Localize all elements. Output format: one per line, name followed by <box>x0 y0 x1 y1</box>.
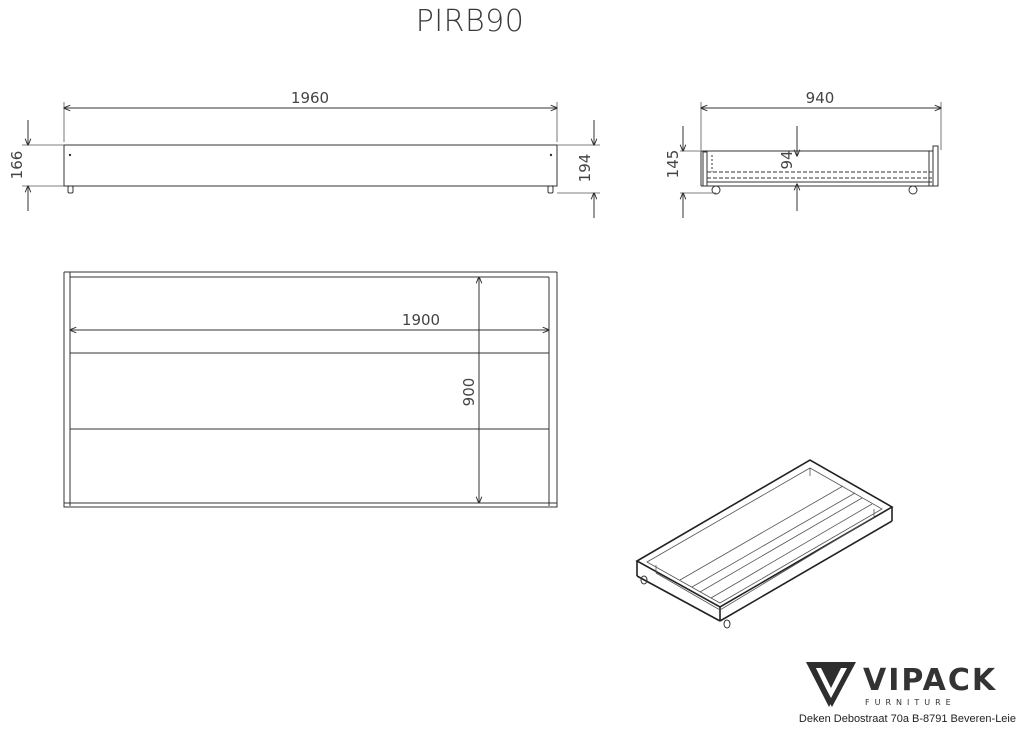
front-view: 1960 166 194 <box>8 89 600 218</box>
top-view: 1900 900 <box>63 271 558 508</box>
company-address: Deken Debostraat 70a B-8791 Beveren-Leie <box>798 713 1016 725</box>
front-length-label: 1960 <box>291 89 329 107</box>
drawing-title: PIRB90 <box>415 4 525 39</box>
side-wheel-right <box>908 185 918 195</box>
side-view: 940 145 94 <box>664 89 941 218</box>
top-front-rail <box>63 502 558 508</box>
brand-block: VIPACK FURNITURE <box>803 655 1015 735</box>
vipack-v-logo-icon <box>806 662 856 707</box>
top-width-label: 900 <box>460 378 478 407</box>
front-foot-right <box>547 185 554 194</box>
side-height-label: 145 <box>664 150 682 179</box>
brand-subtitle: FURNITURE <box>865 698 956 707</box>
front-height-left-label: 166 <box>8 151 26 180</box>
side-wheel-left <box>711 185 721 195</box>
side-inner-height-label: 94 <box>778 150 796 169</box>
top-length-label: 1900 <box>402 311 440 329</box>
brand-name: VIPACK <box>863 663 998 698</box>
front-height-right-label: 194 <box>576 154 594 183</box>
front-foot-left <box>67 185 74 194</box>
isometric-drawer-view <box>635 459 894 629</box>
iso-wheel-right <box>723 619 731 629</box>
front-panel <box>63 144 558 187</box>
side-width-label: 940 <box>806 89 835 107</box>
iso-wheel-left <box>640 575 648 585</box>
